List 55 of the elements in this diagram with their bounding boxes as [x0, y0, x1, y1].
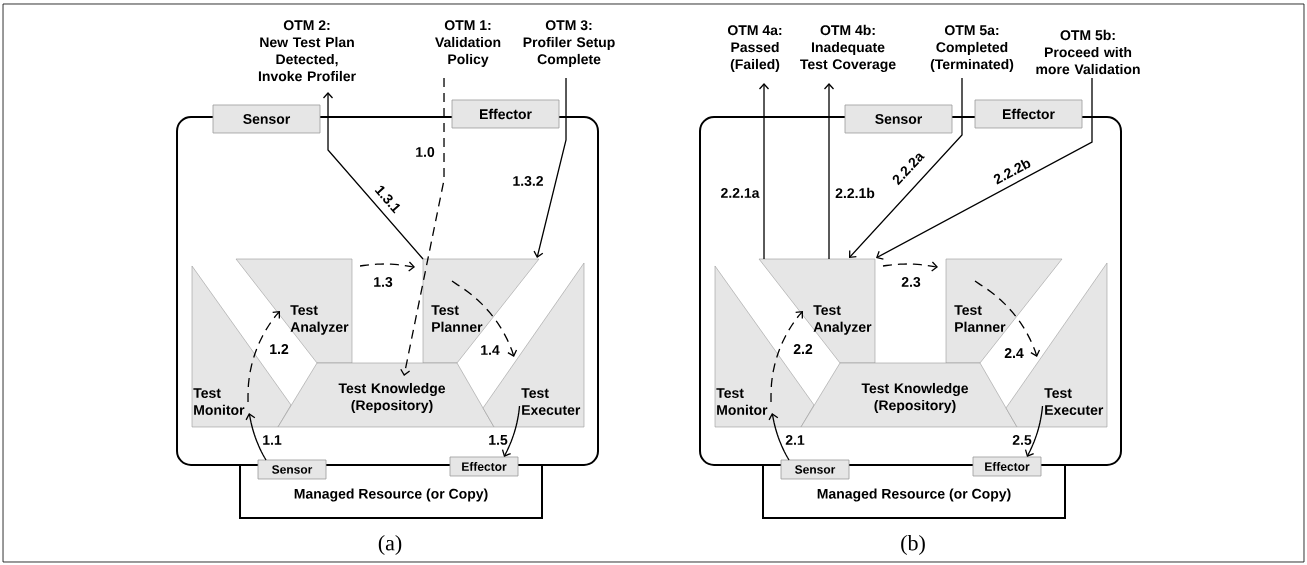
edge-label: 1.3 [374, 277, 393, 287]
edge-label: 1.5 [489, 435, 508, 445]
interface-box: Effector [974, 99, 1083, 129]
message-text: Completed (Terminated) [930, 41, 1014, 72]
component-block: Test Knowledge (Repository) [800, 362, 1018, 428]
message-heading: OTM 5a: [944, 25, 999, 36]
interface-box: Effector [972, 456, 1042, 477]
interface-box: Sensor [844, 104, 953, 134]
message-text: Validation Policy [435, 36, 501, 67]
edge-label: 1.2 [270, 344, 289, 354]
arrow [974, 280, 1041, 357]
edge-label: 2.4 [1004, 348, 1024, 358]
message-heading: OTM 4b: [820, 24, 875, 36]
message-heading: OTM 3: [545, 20, 592, 31]
interface-box: Sensor [780, 459, 850, 480]
arrow [359, 261, 415, 272]
message-text: Profiler Setup Complete [523, 36, 615, 67]
arrow [501, 405, 521, 457]
arrow [758, 83, 770, 260]
interface-box: Sensor [212, 104, 321, 134]
arrow [533, 77, 567, 258]
arrow [876, 77, 1093, 260]
edge-label: 1.1 [263, 435, 282, 445]
interface-box: Effector [451, 99, 560, 129]
message-heading: OTM 5b: [1060, 29, 1115, 41]
interface-box: Sensor [257, 459, 327, 480]
arrow [451, 280, 518, 357]
edge-label: 1.4 [481, 345, 500, 355]
arrow [400, 77, 445, 376]
message-text: Proceed with more Validation [1036, 46, 1140, 75]
edge-label: 2.5 [1012, 435, 1032, 445]
edge-label: 2.2 [793, 344, 813, 354]
arrow [322, 92, 424, 260]
component-block: Test Knowledge (Repository) [277, 362, 495, 428]
message-heading: OTM 1: [444, 20, 491, 31]
arrow [882, 261, 938, 272]
arrow [245, 413, 267, 461]
message-heading: OTM 2: [283, 20, 330, 31]
arrow [770, 311, 803, 403]
arrow [247, 311, 280, 403]
edge-label: 2.2.1b [835, 187, 875, 199]
arrow [1024, 405, 1044, 457]
message-text: Passed (Failed) [730, 41, 780, 72]
edge-label: 1.0 [416, 147, 435, 157]
arrow [823, 83, 835, 260]
arrow [849, 77, 963, 258]
message-text: New Test Plan Detected, Invoke Profiler [258, 36, 356, 82]
edge-label: 2.1 [785, 435, 805, 445]
arrow [768, 413, 790, 461]
interface-box: Effector [449, 456, 519, 477]
edge-label: 2.2.1a [721, 188, 760, 198]
message-heading: OTM 4a: [727, 25, 782, 36]
edge-label: 1.3.2 [513, 176, 543, 186]
edge-label: 2.3 [901, 277, 921, 287]
message-text: Inadequate Test Coverage [800, 41, 896, 72]
